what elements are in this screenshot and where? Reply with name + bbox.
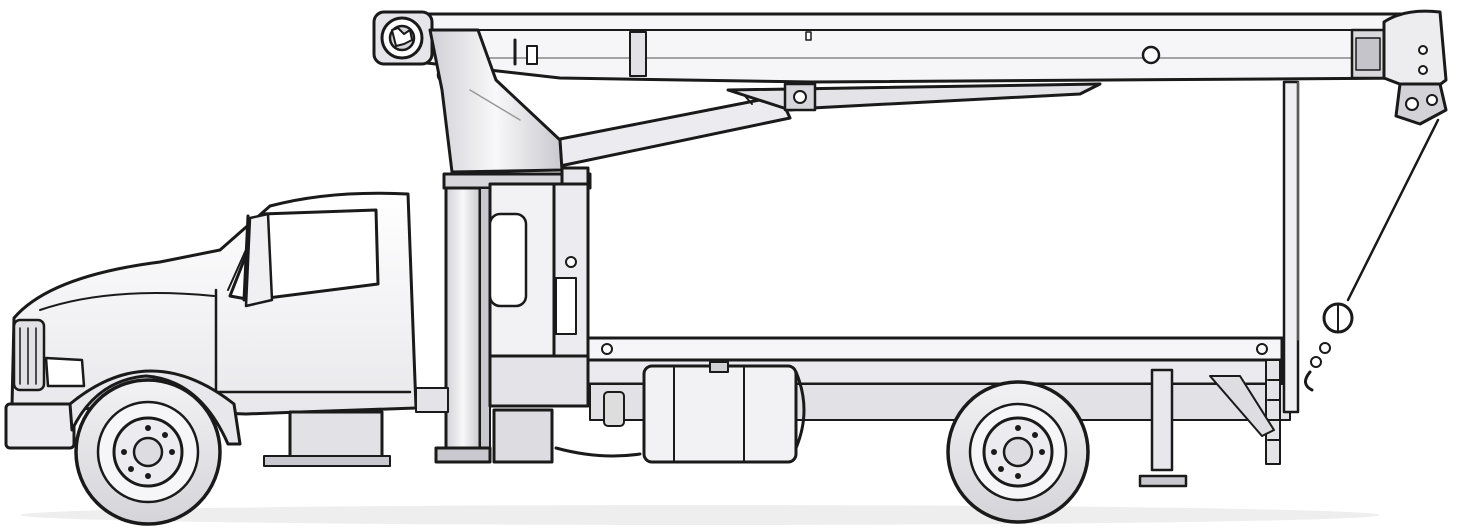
hydraulic-tank (554, 361, 806, 464)
crane-boom (376, 9, 1448, 126)
boom-pivot (372, 10, 454, 84)
rear-wheel (946, 380, 1090, 524)
truck-cab (4, 191, 449, 467)
lift-cylinder (553, 82, 1102, 168)
front-wheel (74, 378, 222, 526)
ground-shadow (20, 505, 1380, 525)
storage-tower (434, 166, 592, 464)
crane-turret (428, 28, 564, 174)
outrigger (1138, 368, 1275, 488)
rear-pole (1265, 80, 1300, 465)
hook-block (1297, 81, 1440, 392)
